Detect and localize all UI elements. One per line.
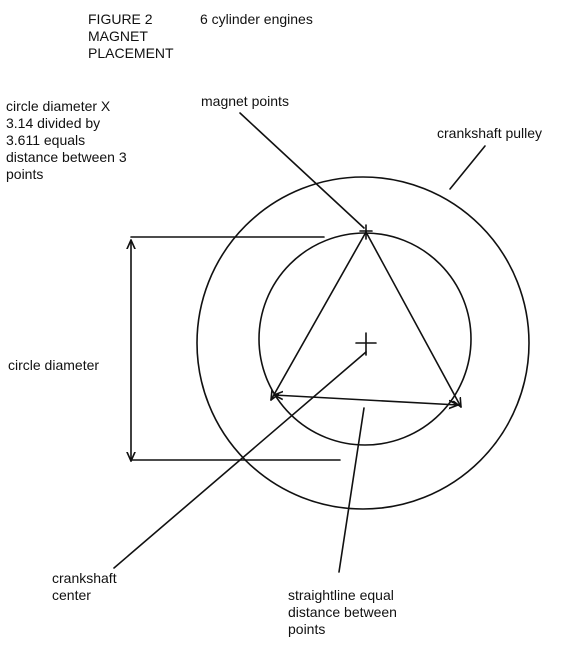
formula-note: circle diameter X 3.14 divided by 3.611 … xyxy=(6,98,127,182)
crankshaft-pulley-leader xyxy=(449,145,486,190)
crankshaft-center-label: crankshaft center xyxy=(52,570,117,603)
circle-diameter-label: circle diameter xyxy=(8,357,100,373)
crankshaft-pulley-label: crankshaft pulley xyxy=(437,125,543,141)
magnet-points-leader xyxy=(239,112,365,229)
crankshaft-pulley-circle xyxy=(196,176,530,510)
magnet-circle xyxy=(258,232,472,446)
magnet-points-label: magnet points xyxy=(201,93,289,109)
figure-subtitle: 6 cylinder engines xyxy=(200,11,313,27)
triangle-side-right xyxy=(365,231,462,408)
triangle-base xyxy=(273,395,459,405)
straightline-distance-leader xyxy=(338,407,365,573)
triangle-side-left xyxy=(270,231,367,401)
straightline-distance-label: straightline equal distance between poin… xyxy=(288,587,397,637)
figure-title: FIGURE 2 MAGNET PLACEMENT xyxy=(88,11,174,61)
